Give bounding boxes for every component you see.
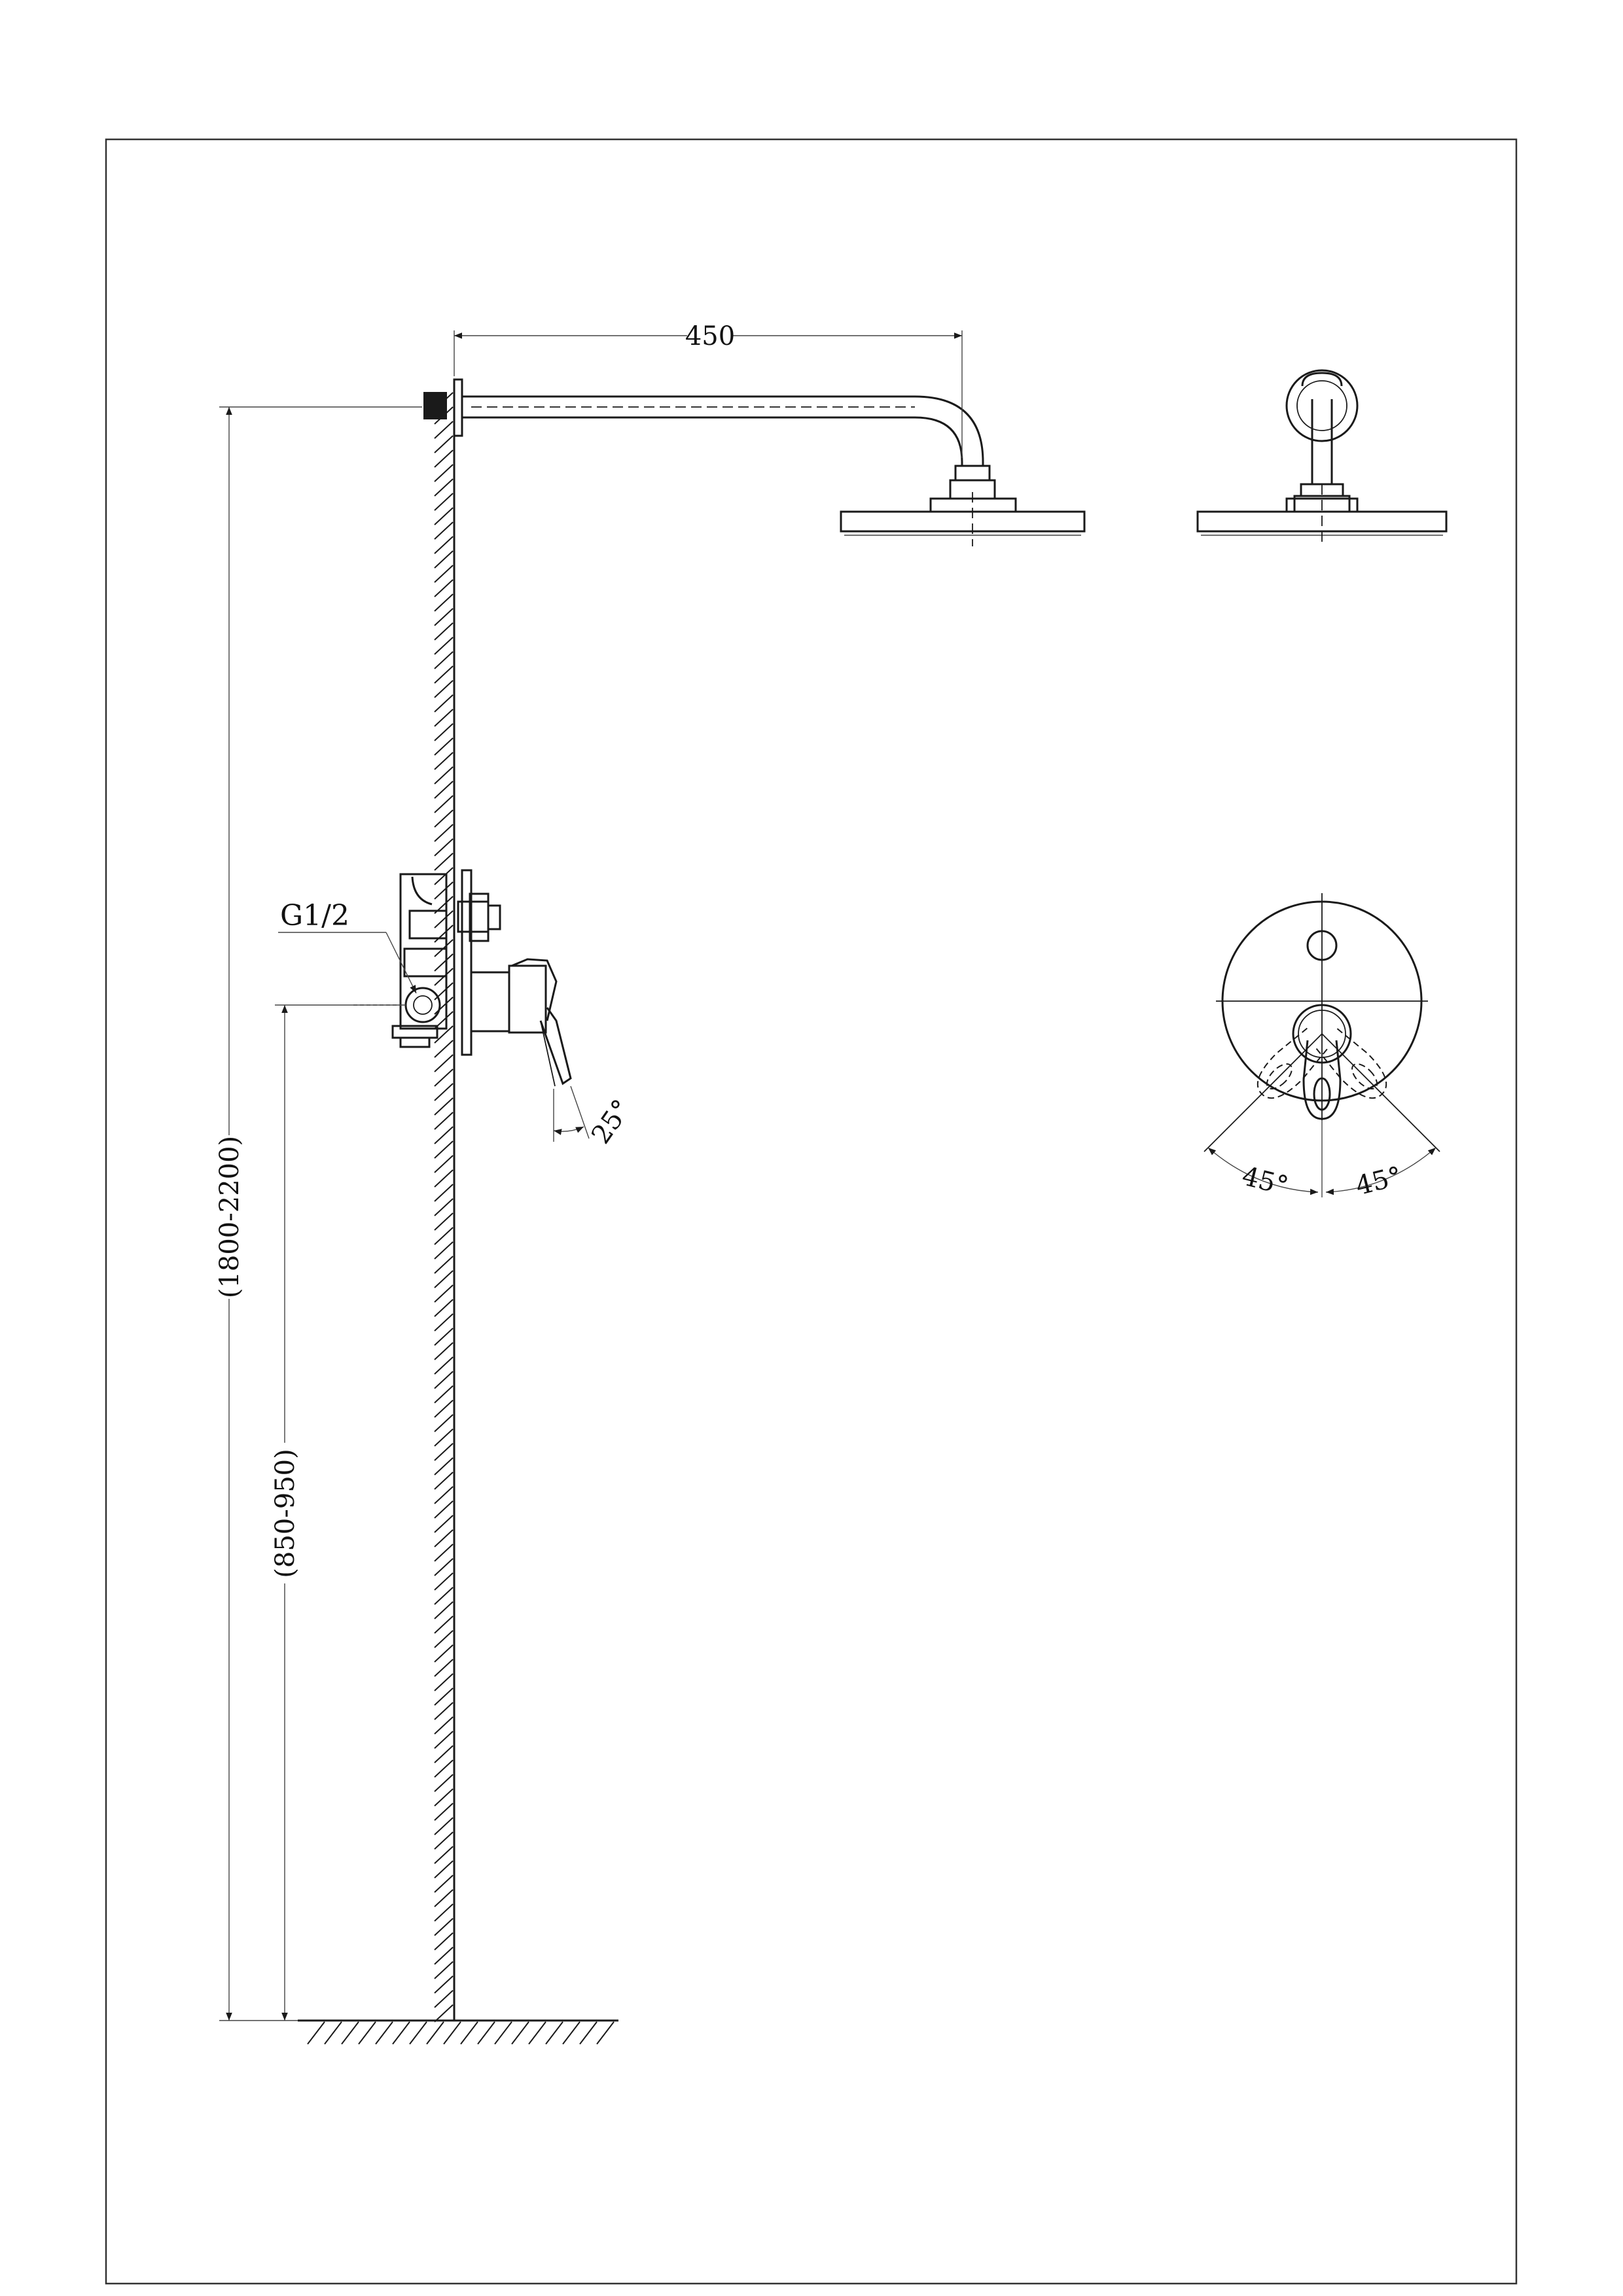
mixer-side-view	[391, 869, 572, 1087]
shower-arm-side-view	[423, 378, 1086, 546]
angle-label-45-left: 45°	[1239, 1161, 1291, 1201]
angle-label-45-right: 45°	[1353, 1161, 1405, 1201]
wall	[434, 380, 455, 2022]
dimension-lever-angle: 25°	[553, 1086, 637, 1150]
thread-label: G1/2	[280, 899, 349, 932]
mixer-lever-side	[539, 1007, 572, 1086]
dimension-total-height: (1800-2200)	[215, 406, 422, 2021]
inlet-port	[404, 987, 441, 1023]
floor	[298, 2019, 618, 2045]
angle-label-25: 25°	[586, 1094, 637, 1149]
shower-head-side	[840, 510, 1086, 533]
dimension-label-450: 450	[685, 321, 735, 351]
dimension-mixer-height: (850-950)	[270, 1004, 406, 2021]
mixer-handle-front	[1302, 1040, 1342, 1120]
shower-head-front-view	[1196, 369, 1448, 546]
wall-flange	[453, 378, 463, 437]
thread-leader: G1/2	[278, 899, 417, 994]
mixer-front-view	[1204, 893, 1440, 1152]
dimension-arm-length: 450	[454, 321, 963, 458]
dimension-label-1800-2200: (1800-2200)	[215, 1136, 245, 1298]
diverter-knob	[1306, 930, 1338, 961]
drawing-frame	[105, 138, 1518, 2285]
mixer-wall-plate	[461, 869, 473, 1056]
dimension-label-850-950: (850-950)	[270, 1449, 300, 1578]
dimension-handle-rotation: 45° 45°	[1207, 1120, 1436, 1201]
